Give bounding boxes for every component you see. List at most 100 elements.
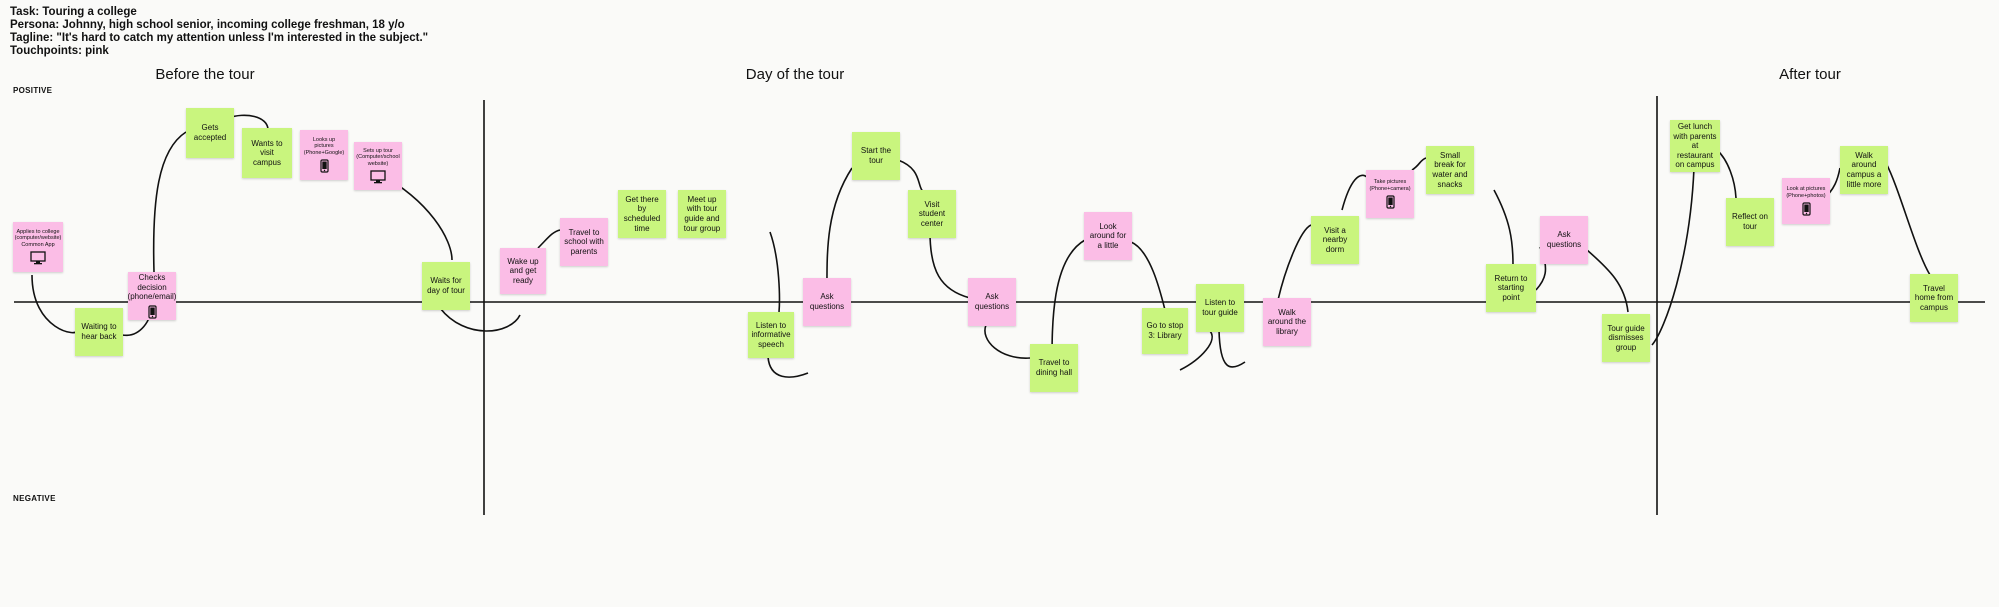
sticky-note-text: Looks up pictures (Phone+Google) <box>303 136 345 156</box>
sticky-note-text: Walk around the library <box>1267 307 1307 336</box>
sticky-note-text: Visit a nearby dorm <box>1322 225 1348 254</box>
connector-line <box>1277 224 1312 301</box>
tagline-label: Tagline: "It's hard to catch my attentio… <box>10 32 429 44</box>
sticky-note-meetup: Meet up with tour guide and tour group <box>678 190 726 238</box>
sticky-note-text: Ask questions <box>809 292 845 311</box>
connector-line <box>767 356 809 378</box>
sticky-note-getthere: Get there by scheduled time <box>618 190 666 238</box>
sticky-note-text: Reflect on tour <box>1731 212 1769 231</box>
sticky-note-text: Checks decision (phone/email) <box>127 273 177 302</box>
smartphone-icon <box>1385 195 1395 209</box>
sticky-note-setsup: Sets up tour (Computer/school website) <box>354 142 402 190</box>
connector-line <box>1651 167 1695 346</box>
connector-line <box>1179 329 1213 371</box>
connector-line <box>769 231 781 313</box>
positive-label: POSITIVE <box>13 86 53 95</box>
sticky-note-listen2: Listen to tour guide <box>1196 284 1244 332</box>
connector-line <box>1218 329 1246 368</box>
phase-before-tour: Before the tour <box>155 66 255 83</box>
connector-line <box>929 231 971 299</box>
persona-label: Persona: Johnny, high school senior, inc… <box>10 19 405 31</box>
sticky-note-listen1: Listen to informative speech <box>748 312 794 358</box>
sticky-note-text: Tour guide dismisses group <box>1607 323 1645 352</box>
sticky-note-pictures: Take pictures (Phone+camera) <box>1366 170 1414 218</box>
sticky-note-ask2: Ask questions <box>968 278 1016 326</box>
sticky-note-return: Return to starting point <box>1486 264 1536 312</box>
sticky-note-lunch: Get lunch with parents at restaurant on … <box>1670 120 1720 172</box>
sticky-note-text: Ask questions <box>974 292 1010 311</box>
sticky-note-break: Small break for water and snacks <box>1426 146 1474 194</box>
sticky-note-walkcampus: Walk around campus a little more <box>1840 146 1888 194</box>
smartphone-icon <box>1801 202 1811 216</box>
computer-monitor-icon <box>30 251 46 265</box>
sticky-note-text: Sets up tour (Computer/school website) <box>356 147 400 167</box>
sticky-note-lookpics: Look at pictures (Phone+photos) <box>1782 178 1830 224</box>
sticky-note-dining: Travel to dining hall <box>1030 344 1078 392</box>
connector-line <box>1586 249 1629 313</box>
sticky-note-dorm: Visit a nearby dorm <box>1311 216 1359 264</box>
sticky-note-text: Look around for a little <box>1089 221 1127 250</box>
sticky-note-text: Get lunch with parents at restaurant on … <box>1673 122 1717 170</box>
sticky-note-reflect: Reflect on tour <box>1726 198 1774 246</box>
sticky-note-text: Visit student center <box>918 199 946 228</box>
sticky-note-text: Meet up with tour guide and tour group <box>683 194 721 233</box>
sticky-note-ask3: Ask questions <box>1540 216 1588 264</box>
sticky-note-text: Applies to college (computer/website) Co… <box>14 228 62 248</box>
connector-line <box>1130 241 1166 311</box>
sticky-note-walklib: Walk around the library <box>1263 298 1311 346</box>
computer-monitor-icon <box>370 170 386 184</box>
phase-after-tour: After tour <box>1779 66 1841 83</box>
sticky-note-dismiss: Tour guide dismisses group <box>1602 314 1650 362</box>
sticky-note-text: Get there by scheduled time <box>623 194 661 233</box>
sticky-note-text: Waiting to hear back <box>81 322 117 341</box>
sticky-note-text: Gets accepted <box>193 123 227 142</box>
sticky-note-text: Return to starting point <box>1494 273 1528 302</box>
sticky-note-text: Listen to tour guide <box>1202 298 1238 317</box>
sticky-note-wants: Wants to visit campus <box>242 128 292 178</box>
sticky-note-lookaround: Look around for a little <box>1084 212 1132 260</box>
sticky-note-text: Small break for water and snacks <box>1432 150 1468 189</box>
sticky-note-start: Start the tour <box>852 132 900 180</box>
connector-line <box>984 324 1031 359</box>
connector-line <box>1341 174 1369 211</box>
sticky-note-text: Start the tour <box>860 146 892 165</box>
sticky-note-accepted: Gets accepted <box>186 108 234 158</box>
negative-label: NEGATIVE <box>13 494 56 503</box>
sticky-note-travel: Travel to school with parents <box>560 218 608 266</box>
sticky-note-visitsc: Visit student center <box>908 190 956 238</box>
connector-line <box>439 307 521 332</box>
phase-day-of-tour: Day of the tour <box>745 66 845 83</box>
sticky-note-text: Waits for day of tour <box>427 276 465 295</box>
connector-line <box>1885 162 1931 276</box>
sticky-note-text: Listen to informative speech <box>751 320 791 349</box>
sticky-note-wake: Wake up and get ready <box>500 248 546 294</box>
touchpoints-label: Touchpoints: pink <box>10 45 109 57</box>
task-label: Task: Touring a college <box>10 6 137 18</box>
smartphone-icon <box>147 305 157 319</box>
connector-line <box>537 229 561 249</box>
sticky-note-library: Go to stop 3: Library <box>1142 308 1188 354</box>
sticky-note-text: Go to stop 3: Library <box>1146 321 1184 340</box>
connector-line <box>31 274 79 334</box>
sticky-note-ask1: Ask questions <box>803 278 851 326</box>
sticky-note-applies: Applies to college (computer/website) Co… <box>13 222 63 272</box>
sticky-note-text: Wants to visit campus <box>251 138 283 167</box>
sticky-note-text: Wake up and get ready <box>507 256 539 285</box>
sticky-note-checks: Checks decision (phone/email) <box>128 272 176 320</box>
sticky-note-waiting: Waiting to hear back <box>75 308 123 356</box>
connector-line <box>152 131 187 273</box>
sticky-note-text: Look at pictures (Phone+photos) <box>1786 185 1826 199</box>
smartphone-icon <box>319 159 329 173</box>
sticky-note-text: Travel home from campus <box>1914 283 1954 312</box>
sticky-note-text: Walk around campus a little more <box>1846 150 1882 189</box>
connector-line <box>897 159 927 194</box>
connector-line <box>1493 189 1514 266</box>
sticky-note-text: Ask questions <box>1546 230 1582 249</box>
sticky-note-text: Travel to school with parents <box>564 227 604 256</box>
sticky-note-text: Travel to dining hall <box>1035 358 1073 377</box>
sticky-note-waits: Waits for day of tour <box>422 262 470 310</box>
sticky-note-home: Travel home from campus <box>1910 274 1958 322</box>
sticky-note-looks: Looks up pictures (Phone+Google) <box>300 130 348 180</box>
sticky-note-text: Take pictures (Phone+camera) <box>1369 178 1411 192</box>
